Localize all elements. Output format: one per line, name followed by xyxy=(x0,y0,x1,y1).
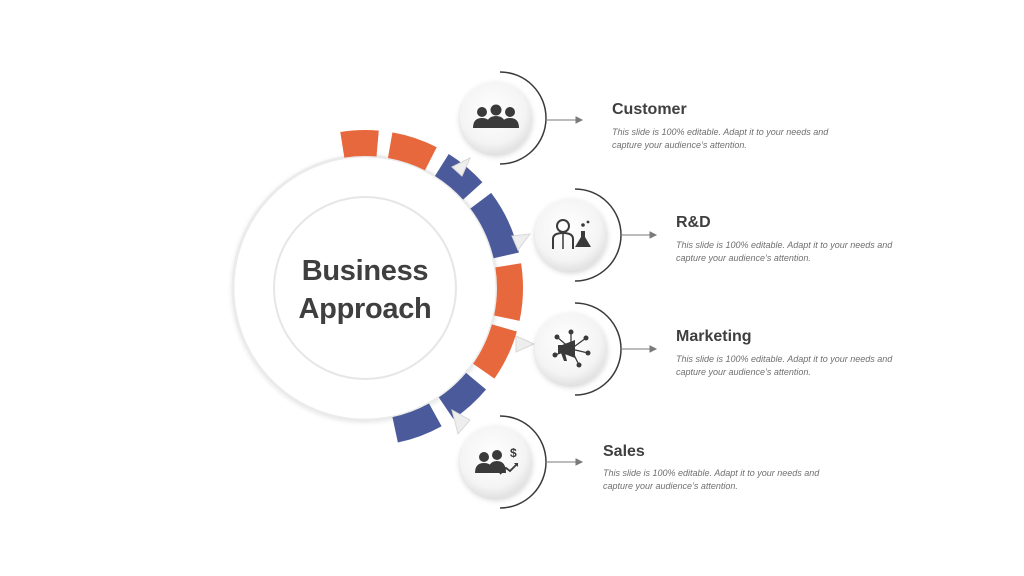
core-title-line1: Business xyxy=(301,255,429,287)
arc-segment-7 xyxy=(438,372,487,419)
inner-ring xyxy=(273,196,457,380)
customer-description: This slide is 100% editable. Adapt it to… xyxy=(612,127,829,150)
connector-arrow-marketing xyxy=(515,335,536,353)
people-group-icon xyxy=(473,104,519,128)
core-title: Business Approach xyxy=(270,252,460,328)
connector-arrow-sales xyxy=(451,409,471,436)
sales-title: Sales xyxy=(603,443,645,460)
node-arc-customer xyxy=(499,71,547,165)
sales-description: This slide is 100% editable. Adapt it to… xyxy=(603,468,820,491)
pointer-head-rnd xyxy=(649,231,658,239)
arc-segment-5 xyxy=(494,263,523,321)
rnd-description: This slide is 100% editable. Adapt it to… xyxy=(676,240,893,263)
arc-segment-3 xyxy=(434,154,483,200)
svg-text:$: $ xyxy=(510,446,517,460)
arc-segment-4 xyxy=(470,192,519,259)
marketing-description: This slide is 100% editable. Adapt it to… xyxy=(676,354,893,377)
arc-segment-8 xyxy=(392,403,442,443)
connector-arrow-rnd xyxy=(511,233,532,251)
rnd-title: R&D xyxy=(676,214,711,231)
pointer-head-marketing xyxy=(649,345,658,353)
customer-title: Customer xyxy=(612,101,687,118)
core-title-line2: Approach xyxy=(298,293,432,325)
pointer-head-sales xyxy=(575,458,584,466)
arc-segment-6 xyxy=(473,324,517,379)
sales-people-dollar-icon: $ xyxy=(475,446,518,475)
arc-segment-2 xyxy=(387,132,437,171)
pointer-head-customer xyxy=(575,116,584,124)
marketing-title: Marketing xyxy=(676,328,752,345)
arc-segment-1 xyxy=(340,130,379,158)
segmented-arc xyxy=(340,130,523,443)
scientist-flask-icon xyxy=(552,219,591,249)
connector-arrow-customer xyxy=(451,156,472,177)
megaphone-network-icon xyxy=(552,329,591,368)
